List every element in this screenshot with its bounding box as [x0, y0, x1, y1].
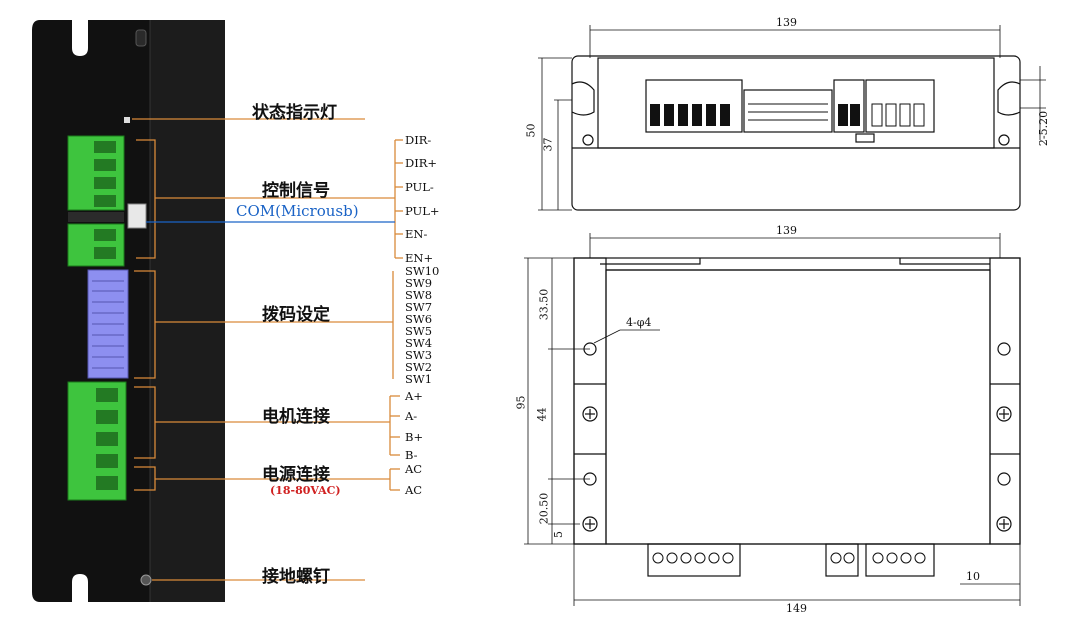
pin-en-plus: EN+	[405, 251, 434, 265]
pin-dir-minus: DIR-	[405, 133, 432, 147]
status-led-label: 状态指示灯	[252, 103, 337, 123]
pin-pul-plus: PUL+	[405, 204, 440, 218]
dim-hole-spec: 4-φ4	[626, 316, 652, 329]
dim-front-height: 95	[514, 395, 528, 410]
motor-connection-label: 电机连接	[262, 407, 330, 427]
pin-sw10: SW10	[405, 264, 440, 278]
dip-switch-label: 拨码设定	[262, 305, 330, 325]
top-view-terminals	[650, 104, 860, 126]
pin-sw8: SW8	[405, 288, 433, 302]
dim-flange: 10	[966, 570, 980, 583]
pin-en-minus: EN-	[405, 227, 428, 241]
dim-front-seg-small: 5	[552, 531, 565, 538]
com-port-label: COM(Microusb)	[236, 202, 359, 220]
pin-a-plus: A+	[405, 389, 423, 403]
front-view-drawing	[573, 257, 1021, 577]
pin-sw6: SW6	[405, 312, 433, 326]
front-view-terminal-screws	[652, 552, 926, 564]
callout-lines	[132, 118, 403, 581]
dim-front-width: 139	[776, 224, 797, 237]
pin-sw1: SW1	[405, 372, 433, 386]
power-range-label: (18-80VAC)	[270, 484, 341, 497]
top-view-drawing	[571, 55, 1021, 211]
top-view-dim-lines	[538, 25, 1046, 211]
dim-top-height: 50	[524, 123, 538, 138]
dim-front-seg-top: 33.50	[537, 288, 551, 321]
pin-pul-minus: PUL-	[405, 180, 434, 194]
dim-front-seg-bot: 20.50	[537, 492, 551, 525]
dim-top-slot: 2-5.20	[1037, 110, 1051, 147]
ground-screw-label: 接地螺钉	[262, 567, 330, 587]
pin-ac-1: AC	[405, 462, 423, 476]
dim-front-seg-mid: 44	[535, 407, 549, 422]
pin-a-minus: A-	[405, 409, 418, 423]
dim-top-width: 139	[776, 16, 797, 29]
pin-sw4: SW4	[405, 336, 433, 350]
status-led	[124, 117, 130, 123]
pin-sw7: SW7	[405, 300, 433, 314]
pin-sw3: SW3	[405, 348, 433, 362]
front-view-dim-lines	[524, 233, 1021, 606]
micro-usb-port	[127, 203, 147, 229]
power-connection-label: 电源连接	[262, 465, 330, 485]
pin-b-plus: B+	[405, 430, 424, 444]
pin-sw9: SW9	[405, 276, 433, 290]
pin-dir-plus: DIR+	[405, 156, 438, 170]
dim-top-inner-height: 37	[541, 137, 555, 152]
dip-switch	[87, 269, 129, 379]
pin-sw2: SW2	[405, 360, 433, 374]
motor-power-terminal	[67, 381, 127, 501]
control-signal-label: 控制信号	[262, 181, 330, 201]
control-terminal	[67, 135, 125, 267]
top-view-terminals-right	[748, 103, 925, 127]
pin-sw5: SW5	[405, 324, 433, 338]
pin-b-minus: B-	[405, 448, 418, 462]
pin-ac-2: AC	[405, 483, 423, 497]
ground-screw	[140, 574, 152, 586]
dim-front-total-width: 149	[786, 602, 807, 615]
